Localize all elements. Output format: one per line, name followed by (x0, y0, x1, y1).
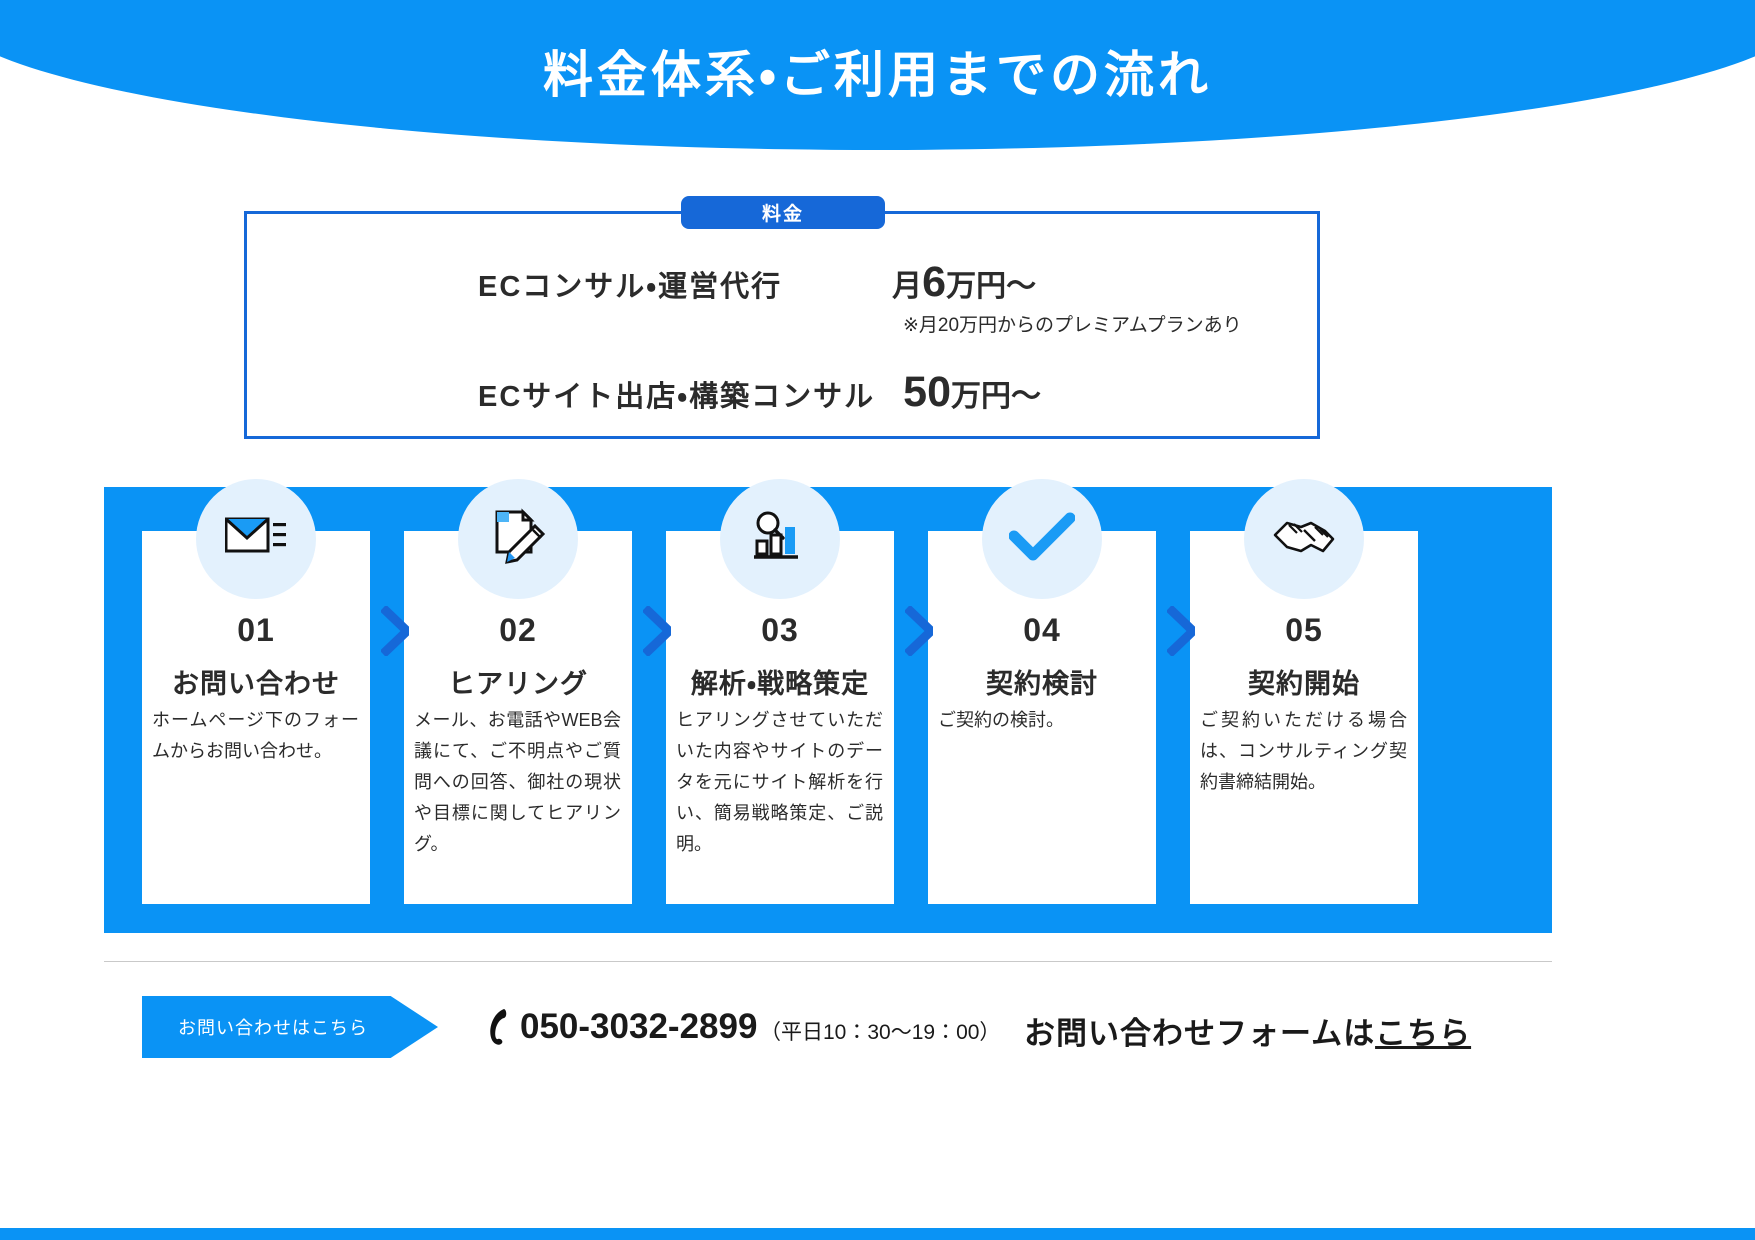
pricing-row-label: ECコンサル・運営代行 (478, 271, 783, 303)
step-icon-circle (196, 479, 316, 599)
phone-icon (478, 1007, 514, 1047)
pricing-amount-value: 6 (922, 258, 947, 306)
section-divider (104, 961, 1552, 962)
step-icon-circle (720, 479, 840, 599)
business-hours: （平日10：30〜19：00） (760, 1021, 1001, 1044)
step-title: 契約検討 (986, 669, 1098, 699)
step-description: ホームページ下のフォームからお問い合わせ。 (152, 710, 359, 761)
step-description: メール、お電話やWEB会議にて、ご不明点やご質問への回答、御社の現状や目標に関し… (414, 710, 621, 854)
step-icon-circle (458, 479, 578, 599)
handshake-icon (1271, 515, 1337, 564)
phone-number[interactable]: 050-3032-2899 (520, 1007, 758, 1046)
step-arrow-icon (1165, 604, 1200, 658)
step-title: 解析・戦略策定 (690, 669, 870, 699)
step-title: お問い合わせ (172, 669, 340, 699)
pricing-tab-label: 料金 (681, 196, 885, 229)
pricing-amount-value: 50 (903, 368, 951, 416)
step-arrow-icon (641, 604, 676, 658)
step-icon-circle (1244, 479, 1364, 599)
step-number: 04 (1023, 612, 1061, 648)
step-number: 05 (1285, 612, 1323, 648)
envelope-icon (224, 514, 287, 565)
document-pencil-icon (489, 507, 547, 571)
pricing-amount-suffix: 万円〜 (946, 270, 1037, 303)
step-number: 02 (499, 612, 537, 648)
step-description: ご契約の検討。 (938, 710, 1064, 730)
contact-form-link[interactable]: お問い合わせフォームはこちら (1024, 1008, 1471, 1053)
check-icon (1008, 512, 1076, 567)
page-header: 料金体系・ご利用までの流れ (0, 0, 1755, 150)
contact-badge[interactable]: お問い合わせはこちら (142, 996, 438, 1058)
contact-form-link-prefix: お問い合わせフォームは (1024, 1016, 1376, 1051)
step-title: 契約開始 (1248, 669, 1360, 699)
pricing-row-label: ECサイト出店・構築コンサル (478, 381, 876, 413)
pricing-row: ECコンサル・運営代行 月6万円〜 (0, 258, 1560, 307)
pricing-note: ※月20万円からのプレミアムプランあり (903, 315, 1242, 336)
pricing-row-amount: 月6万円〜 (892, 258, 1036, 307)
step-title: ヒアリング (448, 669, 588, 699)
pricing-row: ECサイト出店・構築コンサル 50万円〜 (0, 368, 1560, 417)
step-description: ヒアリングさせていただいた内容やサイトのデータを元にサイト解析を行い、簡易戦略策… (676, 710, 883, 854)
step-number: 03 (761, 612, 799, 648)
step-arrow-icon (903, 604, 938, 658)
page-title: 料金体系・ご利用までの流れ (543, 47, 1212, 103)
step-description: ご契約いただける場合は、コンサルティング契約書締結開始。 (1200, 710, 1407, 792)
pricing-box (244, 211, 1320, 439)
pricing-amount-suffix: 万円〜 (951, 380, 1041, 413)
contact-form-link-anchor[interactable]: こちら (1375, 1016, 1472, 1051)
step-icon-circle (982, 479, 1102, 599)
step-number: 01 (237, 612, 275, 648)
pricing-row-amount: 50万円〜 (903, 368, 1041, 417)
chart-magnifier-icon (751, 511, 809, 568)
pricing-amount-prefix: 月 (892, 270, 923, 303)
step-arrow-icon (379, 604, 414, 658)
footer-strip (0, 1228, 1755, 1240)
